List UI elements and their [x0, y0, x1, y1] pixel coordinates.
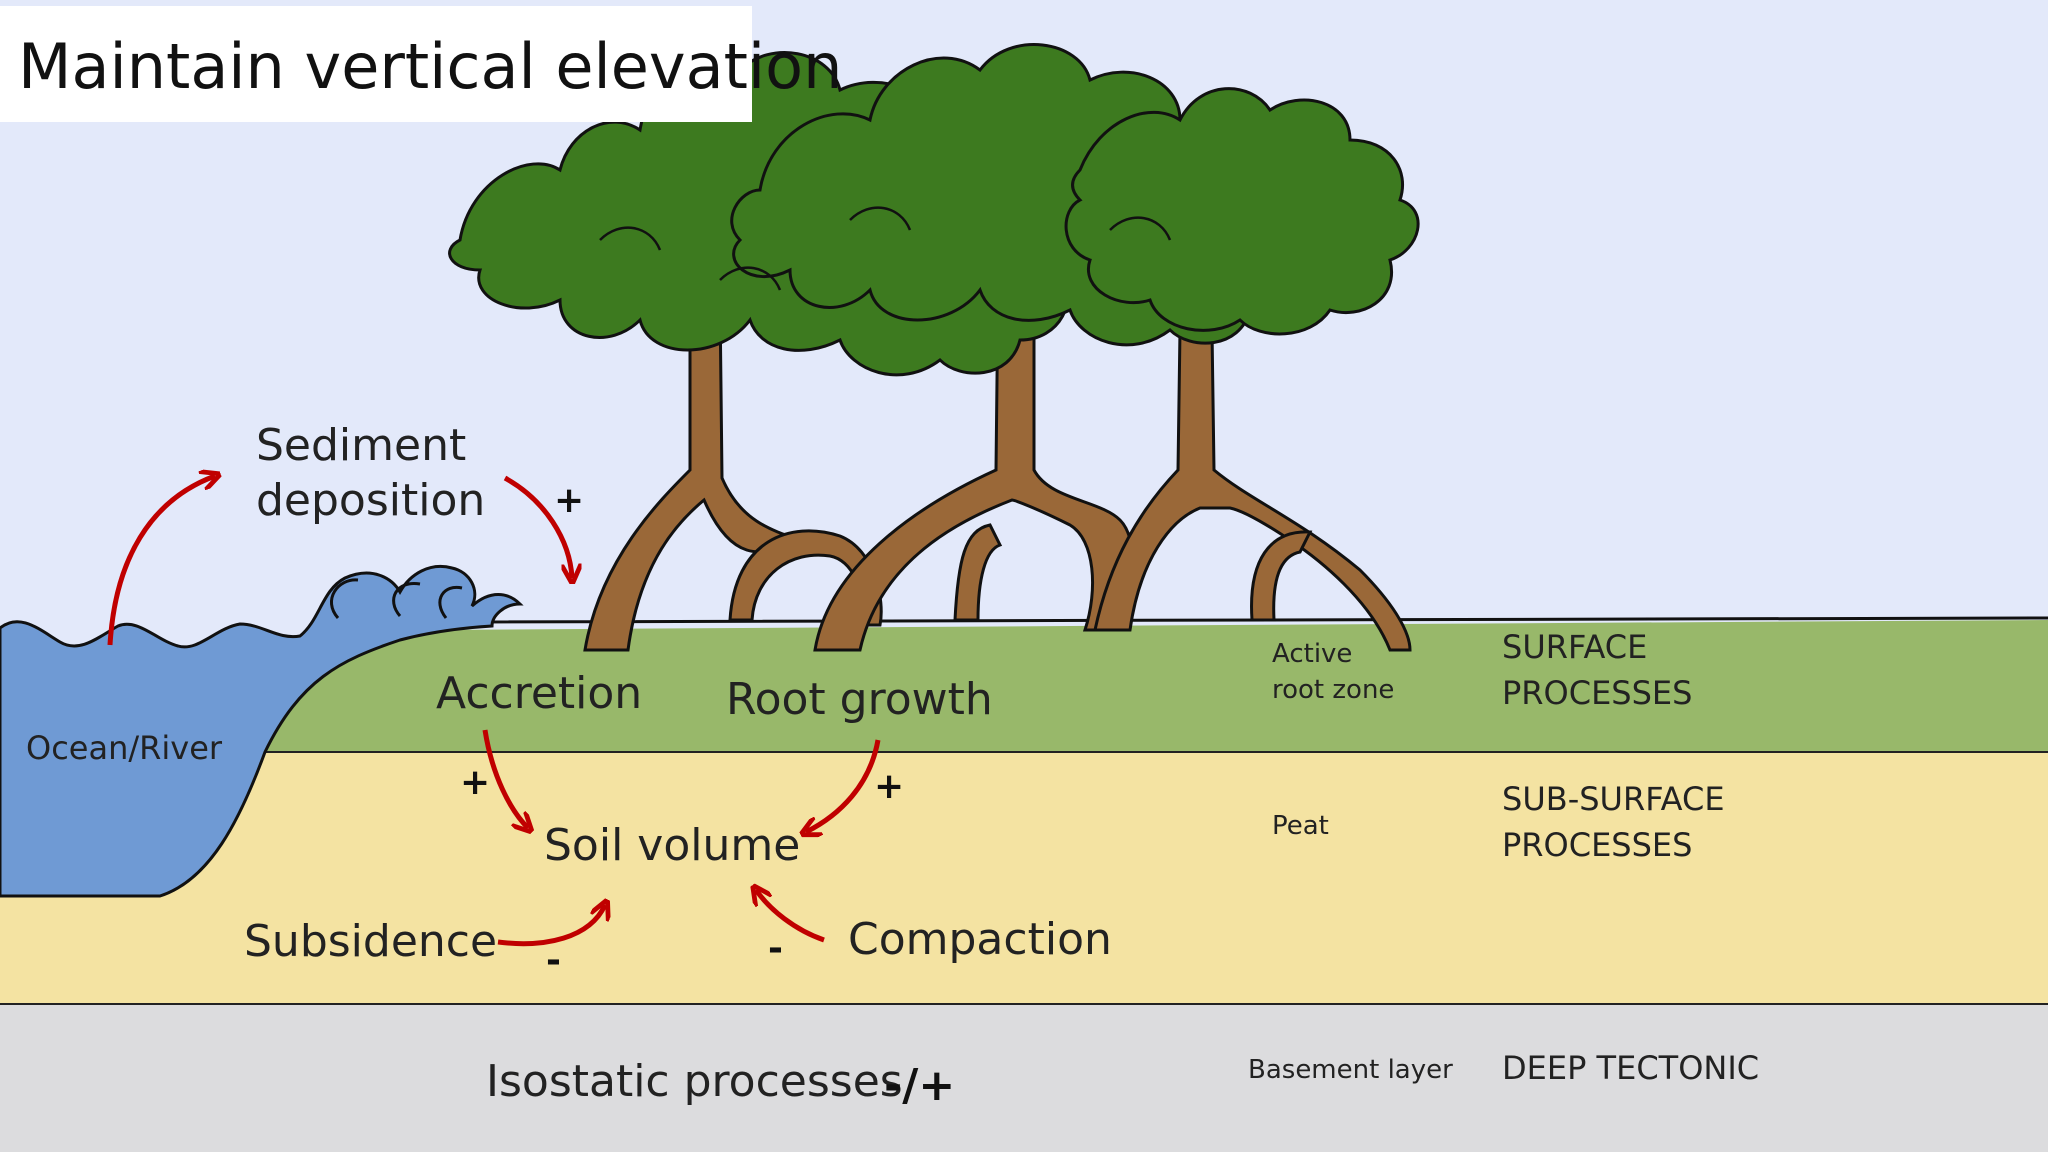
mangrove-tree: [813, 288, 1136, 652]
tree-canopy-group: [448, 43, 1420, 377]
mangrove-tree: [1093, 328, 1412, 652]
wave-curl: [330, 578, 359, 619]
wave-curl: [392, 582, 421, 617]
sign-compaction: -: [768, 928, 783, 969]
label-subsurface-processes: SUB-SURFACE PROCESSES: [1502, 780, 1725, 864]
surface-layer: [265, 620, 2048, 752]
label-root-growth: Root growth: [726, 674, 993, 725]
label-surface-processes: SURFACE PROCESSES: [1502, 628, 1693, 712]
label-sediment-deposition: Sediment deposition: [256, 420, 486, 526]
water-body: [0, 565, 524, 898]
wave-curl: [438, 585, 463, 619]
label-active-root-zone: Active root zone: [1272, 639, 1395, 705]
label-compaction: Compaction: [848, 914, 1112, 965]
sign-subsidence: -: [546, 940, 561, 981]
peat-layer: [0, 752, 2048, 1004]
prop-root: [1250, 530, 1313, 622]
label-soil-volume: Soil volume: [544, 820, 801, 871]
label-accretion: Accretion: [436, 668, 643, 719]
arrow-ocean-to-sediment: [107, 476, 215, 646]
sign-root-growth: +: [874, 766, 905, 807]
label-peat: Peat: [1272, 811, 1329, 841]
arrow-compaction-to-soil: [756, 890, 825, 943]
arrow-subsidence-to-soil: [497, 905, 605, 947]
label-subsidence: Subsidence: [244, 916, 498, 967]
sign-sediment: +: [554, 480, 585, 521]
sign-accretion: +: [460, 762, 491, 803]
sign-isostatic: -/+: [884, 1060, 956, 1111]
arrow-sediment-to-accretion: [503, 475, 572, 578]
label-isostatic-processes: Isostatic processes: [486, 1056, 903, 1107]
basement-layer: [0, 1004, 2048, 1152]
mangrove-tree: [583, 298, 883, 652]
page-title: Maintain vertical elevation: [18, 30, 843, 103]
label-basement-layer: Basement layer: [1248, 1055, 1453, 1085]
arrow-rootgrowth-to-soil: [806, 739, 881, 832]
prop-root: [953, 523, 1003, 622]
arrow-accretion-to-soil: [482, 729, 528, 828]
title-box: Maintain vertical elevation: [0, 6, 842, 122]
label-ocean-river: Ocean/River: [26, 729, 223, 767]
canopy: [1064, 87, 1420, 336]
tree-trunk: [583, 298, 804, 652]
prop-root: [728, 529, 883, 627]
canopy-detail: [599, 206, 1172, 291]
tree-trunk: [813, 288, 1136, 652]
label-deep-tectonic: DEEP TECTONIC: [1502, 1049, 1760, 1087]
